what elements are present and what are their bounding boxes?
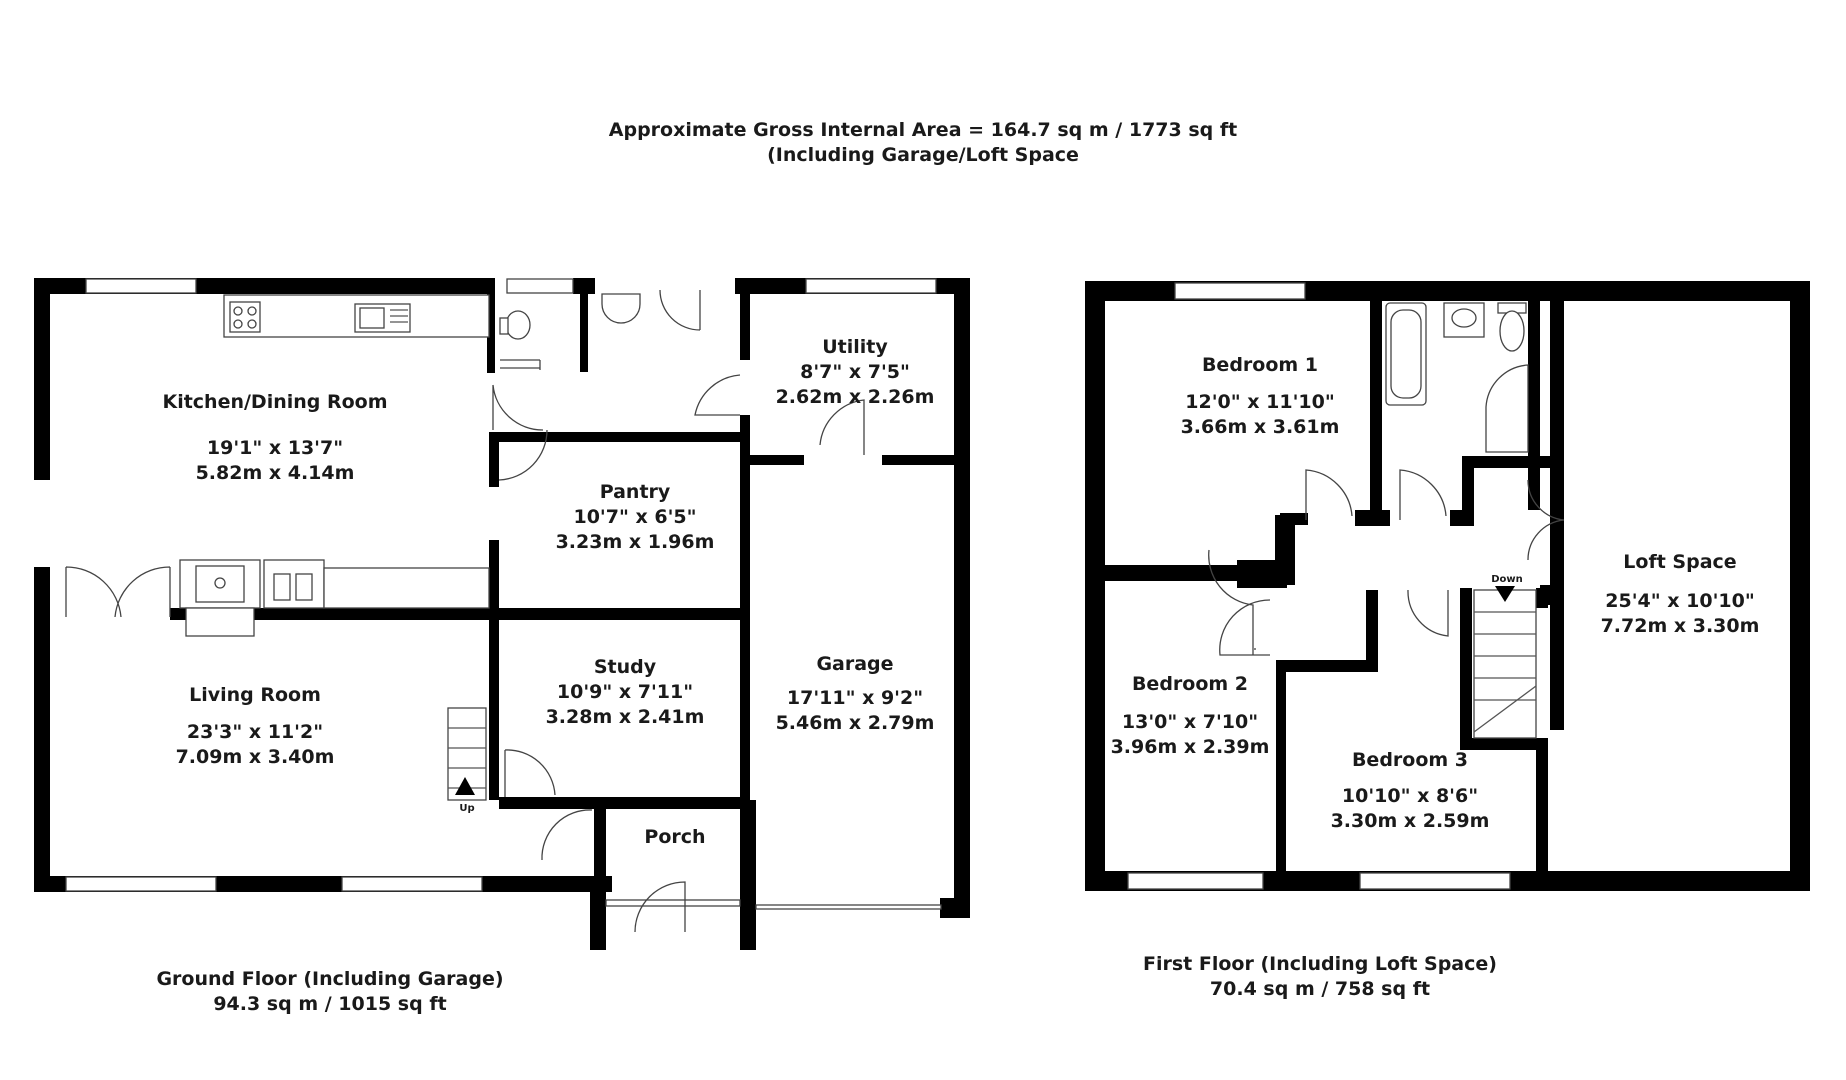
room-dims-imperial: 12'0" x 11'10" <box>1185 391 1335 413</box>
room-name: Bedroom 2 <box>1131 673 1249 695</box>
floor-title: First Floor (Including Loft Space) <box>1143 953 1497 975</box>
first-floor-caption: First Floor (Including Loft Space) 70.4 … <box>1110 952 1530 1002</box>
room-label-pantry: Pantry 10'7" x 6'5" 3.23m x 1.96m <box>530 480 740 555</box>
room-dims-metric: 3.30m x 2.59m <box>1330 810 1490 833</box>
room-name: Bedroom 1 <box>1201 354 1319 376</box>
room-label-garage: Garage <box>755 652 955 677</box>
floor-area: 70.4 sq m / 758 sq ft <box>1209 978 1431 1001</box>
kitchen-window <box>85 278 197 294</box>
shower <box>1485 364 1529 453</box>
wash-basin <box>601 293 641 324</box>
room-label-loft: Loft Space <box>1575 550 1785 575</box>
room-name: Garage <box>816 653 894 675</box>
room-name: Bedroom 3 <box>1351 749 1469 771</box>
room-dims-metric: 3.23m x 1.96m <box>555 531 715 554</box>
room-label-study: Study 10'9" x 7'11" 3.28m x 2.41m <box>520 655 730 730</box>
kitchen-appliance <box>263 559 325 609</box>
gross-area-line: Approximate Gross Internal Area = 164.7 … <box>608 119 1238 141</box>
room-dims-metric: 3.28m x 2.41m <box>545 706 705 729</box>
room-label-kitchen: Kitchen/Dining Room <box>150 390 400 415</box>
room-dims-imperial: 25'4" x 10'10" <box>1605 590 1755 612</box>
room-dims-living: 23'3" x 11'2" 7.09m x 3.40m <box>140 720 370 770</box>
room-dims-metric: 2.62m x 2.26m <box>775 386 935 409</box>
ground-stairs <box>447 707 487 801</box>
room-label-utility: Utility 8'7" x 7'5" 2.62m x 2.26m <box>760 335 950 410</box>
utility-window <box>805 278 937 294</box>
garage-door-line <box>755 904 942 910</box>
room-dims-metric: 3.96m x 2.39m <box>1110 736 1270 759</box>
room-dims-metric: 7.09m x 3.40m <box>175 746 335 769</box>
gross-area-note: (Including Garage/Loft Space <box>767 144 1079 167</box>
living-window <box>65 876 217 892</box>
room-name: Porch <box>644 826 706 848</box>
bedroom1-window <box>1174 282 1306 300</box>
toilet <box>505 310 531 340</box>
bedroom2-window <box>1127 872 1264 890</box>
room-dims-imperial: 10'7" x 6'5" <box>573 506 697 529</box>
room-label-porch: Porch <box>610 825 740 850</box>
room-dims-imperial: 17'11" x 9'2" <box>786 687 924 709</box>
room-dims-imperial: 10'10" x 8'6" <box>1341 785 1479 807</box>
room-dims-kitchen: 19'1" x 13'7" 5.82m x 4.14m <box>150 436 400 486</box>
room-dims-bedroom1: 12'0" x 11'10" 3.66m x 3.61m <box>1150 390 1370 440</box>
gross-area-title: Approximate Gross Internal Area = 164.7 … <box>0 118 1846 168</box>
room-name: Study <box>593 656 657 678</box>
room-dims-metric: 7.72m x 3.30m <box>1600 615 1760 638</box>
room-dims-imperial: 13'0" x 7'10" <box>1121 711 1259 733</box>
room-dims-imperial: 23'3" x 11'2" <box>186 721 324 743</box>
ground-floor-plan <box>34 278 970 950</box>
living-window <box>341 876 483 892</box>
room-name: Loft Space <box>1623 551 1737 573</box>
room-name: Living Room <box>189 684 321 706</box>
room-dims-imperial: 8'7" x 7'5" <box>800 361 910 384</box>
room-dims-metric: 3.66m x 3.61m <box>1180 416 1340 439</box>
first-floor-plan <box>1085 281 1810 891</box>
floor-title: Ground Floor (Including Garage) <box>156 968 504 990</box>
room-label-bedroom2: Bedroom 2 <box>1100 672 1280 697</box>
room-name: Kitchen/Dining Room <box>162 391 388 413</box>
first-floor-stairs <box>1473 586 1537 739</box>
room-label-bedroom1: Bedroom 1 <box>1150 353 1370 378</box>
room-label-bedroom3: Bedroom 3 <box>1300 748 1520 773</box>
stairs-down-label: Down <box>1491 574 1523 585</box>
room-dims-imperial: 19'1" x 13'7" <box>206 437 344 459</box>
room-dims-loft: 25'4" x 10'10" 7.72m x 3.30m <box>1575 589 1785 639</box>
room-dims-bedroom3: 10'10" x 8'6" 3.30m x 2.59m <box>1300 784 1520 834</box>
room-dims-metric: 5.82m x 4.14m <box>195 462 355 485</box>
stairs-up-label: Up <box>459 803 475 814</box>
floor-area: 94.3 sq m / 1015 sq ft <box>213 993 447 1016</box>
room-name: Pantry <box>599 481 671 503</box>
room-label-living: Living Room <box>140 683 370 708</box>
room-dims-bedroom2: 13'0" x 7'10" 3.96m x 2.39m <box>1100 710 1280 760</box>
bedroom3-window <box>1359 872 1511 890</box>
room-dims-imperial: 10'9" x 7'11" <box>556 681 694 704</box>
room-name: Utility <box>822 336 888 358</box>
kitchen-window <box>506 278 574 294</box>
room-dims-metric: 5.46m x 2.79m <box>775 712 935 735</box>
porch-window <box>605 899 741 907</box>
ground-floor-caption: Ground Floor (Including Garage) 94.3 sq … <box>120 967 540 1017</box>
room-dims-garage: 17'11" x 9'2" 5.46m x 2.79m <box>755 686 955 736</box>
